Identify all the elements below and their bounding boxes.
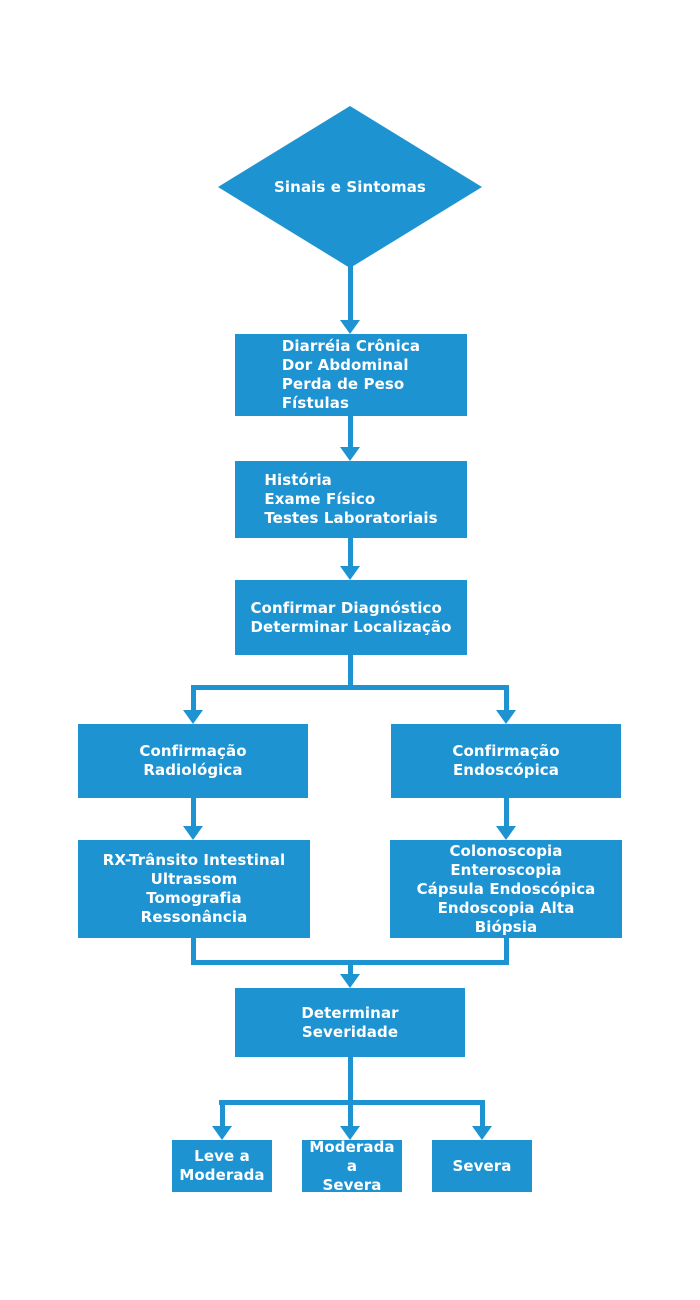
connector-radiologic-to-tests bbox=[190, 798, 196, 826]
node-endoscopic-tests: Colonoscopia Enteroscopia Cápsula Endosc… bbox=[390, 840, 622, 938]
node-line: Endoscópica bbox=[452, 761, 560, 779]
node-line: Colonoscopia bbox=[449, 841, 563, 860]
node-workup: História Exame Físico Testes Laboratoria… bbox=[235, 461, 467, 538]
connector-radiologic-tests-stem bbox=[190, 938, 196, 965]
node-severe: Severa bbox=[432, 1140, 532, 1192]
node-symptoms: Diarréia Crônica Dor Abdominal Perda de … bbox=[235, 334, 467, 416]
connector-endoscopic-to-tests bbox=[503, 798, 509, 826]
node-line: Moderada a bbox=[309, 1137, 395, 1175]
node-line: Diarréia Crônica bbox=[281, 337, 421, 355]
arrowhead-down-icon bbox=[340, 566, 360, 580]
connector-severity-stem bbox=[347, 1057, 353, 1105]
connector-to-mild bbox=[219, 1100, 225, 1126]
connector-merge-stub bbox=[347, 965, 353, 974]
arrowhead-down-icon bbox=[183, 710, 203, 724]
node-line: Perda de Peso bbox=[281, 375, 405, 393]
connector-to-radiologic bbox=[190, 685, 196, 710]
arrowhead-down-icon bbox=[496, 826, 516, 840]
node-line: Determinar bbox=[301, 1003, 399, 1022]
node-line: Moderada bbox=[179, 1166, 265, 1184]
node-line: Severidade bbox=[301, 1022, 399, 1041]
connector-endoscopic-tests-stem bbox=[503, 938, 509, 965]
connector-workup-to-confirm bbox=[347, 538, 353, 566]
node-line: Leve a bbox=[194, 1147, 250, 1165]
node-moderate-to-severe: Moderada a Severa bbox=[302, 1137, 402, 1194]
node-line: Confirmar Diagnóstico bbox=[250, 598, 442, 617]
node-line: Cápsula Endoscópica bbox=[416, 879, 596, 898]
node-sinais-e-sintomas: Sinais e Sintomas bbox=[218, 106, 482, 268]
node-line: Biópsia bbox=[474, 917, 538, 936]
node-radiologic-confirmation: Confirmação Radiológica bbox=[78, 724, 308, 798]
arrowhead-down-icon bbox=[340, 447, 360, 461]
arrowhead-down-icon bbox=[340, 974, 360, 988]
node-line: Severa bbox=[322, 1175, 382, 1194]
arrowhead-down-icon bbox=[472, 1126, 492, 1140]
node-line: RX-Trânsito Intestinal bbox=[102, 851, 286, 869]
node-radiologic-tests: RX-Trânsito Intestinal Ultrassom Tomogra… bbox=[78, 840, 310, 938]
node-line: Determinar Localização bbox=[250, 617, 452, 636]
node-line: Radiológica bbox=[143, 761, 243, 779]
node-line: Ultrassom bbox=[150, 870, 238, 888]
connector-merge-bar bbox=[190, 960, 509, 965]
connector-split-bar bbox=[190, 685, 509, 690]
arrowhead-down-icon bbox=[340, 1126, 360, 1140]
node-line: Confirmação bbox=[452, 742, 560, 760]
arrowhead-down-icon bbox=[183, 826, 203, 840]
node-line: Testes Laboratoriais bbox=[264, 509, 438, 527]
node-label: Sinais e Sintomas bbox=[274, 177, 426, 196]
node-line: Enteroscopia bbox=[450, 860, 562, 879]
arrowhead-down-icon bbox=[212, 1126, 232, 1140]
connector-confirm-stem bbox=[347, 655, 353, 690]
node-line: Ressonância bbox=[140, 908, 248, 926]
node-line: Endoscopia Alta bbox=[437, 898, 575, 917]
connector-symptoms-to-workup bbox=[347, 416, 353, 447]
connector-to-moderate bbox=[347, 1105, 353, 1126]
node-mild-to-moderate: Leve a Moderada bbox=[172, 1140, 272, 1192]
node-line: Tomografia bbox=[146, 889, 242, 907]
node-line: Dor Abdominal bbox=[281, 356, 409, 374]
arrowhead-down-icon bbox=[340, 320, 360, 334]
connector-severity-split-bar bbox=[219, 1100, 485, 1105]
node-line: História bbox=[264, 471, 332, 489]
connector-to-endoscopic bbox=[503, 685, 509, 710]
node-confirm-diagnosis: Confirmar Diagnóstico Determinar Localiz… bbox=[235, 580, 467, 655]
node-line: Severa bbox=[452, 1156, 512, 1175]
connector-start-to-symptoms bbox=[347, 266, 353, 320]
node-line: Exame Físico bbox=[264, 490, 376, 508]
connector-to-severe bbox=[479, 1100, 485, 1126]
node-line: Fístulas bbox=[281, 394, 349, 412]
arrowhead-down-icon bbox=[496, 710, 516, 724]
node-determine-severity: Determinar Severidade bbox=[235, 988, 465, 1057]
node-line: Confirmação bbox=[139, 742, 247, 760]
node-endoscopic-confirmation: Confirmação Endoscópica bbox=[391, 724, 621, 798]
